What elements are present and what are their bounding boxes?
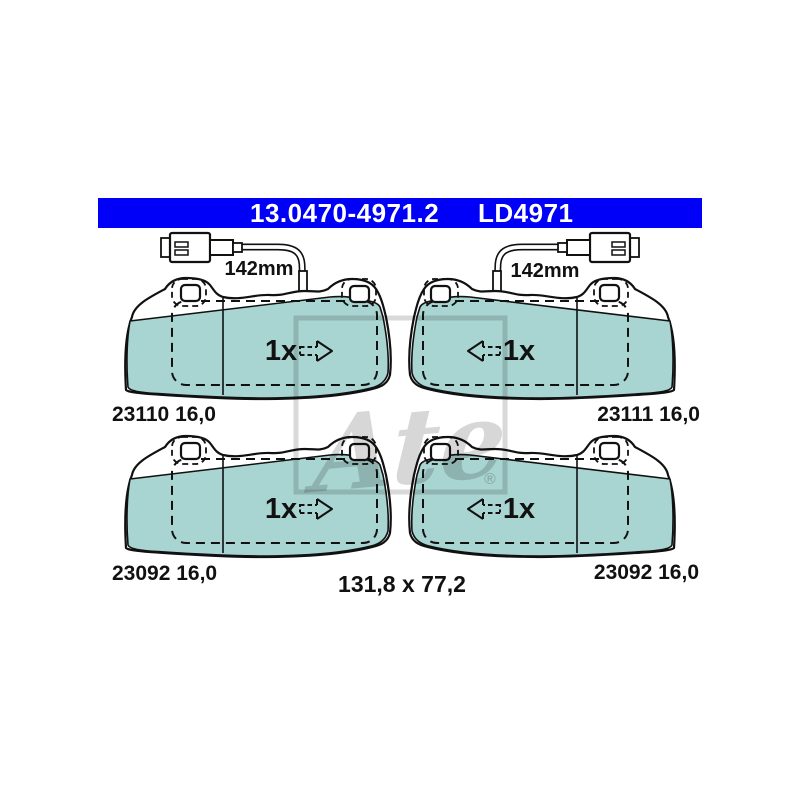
- header-bar: 13.0470-4971.2 LD4971: [98, 198, 702, 228]
- header-part-number: 13.0470-4971.2: [250, 198, 439, 228]
- sensor-left-length-label: 142mm: [225, 258, 294, 280]
- pad-top-left: [124, 276, 392, 401]
- pad-bottom-right-label: 23092 16,0: [594, 561, 699, 584]
- header-type-code: LD4971: [478, 198, 574, 228]
- ate-watermark-frame: [293, 315, 508, 495]
- pad-top-right-label: 23111 16,0: [597, 403, 700, 426]
- pad-top-left-quantity: 1x: [265, 335, 297, 367]
- pad-bottom-right-quantity: 1x: [503, 493, 535, 525]
- ate-watermark: Ate ®: [293, 315, 510, 518]
- pad-top-right: [408, 276, 676, 401]
- ate-watermark-script: Ate: [302, 377, 510, 518]
- pad-top-left-label: 23110 16,0: [112, 403, 216, 426]
- header-background: [98, 198, 702, 228]
- pad-bottom-left-label: 23092 16,0: [112, 562, 217, 585]
- pad-bottom-left-quantity: 1x: [265, 493, 297, 525]
- pad-top-right-quantity: 1x: [503, 335, 535, 367]
- ate-watermark-registered-icon: ®: [484, 471, 496, 488]
- pad-dimensions-label: 131,8 x 77,2: [338, 571, 466, 597]
- sensor-right-length-label: 142mm: [511, 260, 580, 282]
